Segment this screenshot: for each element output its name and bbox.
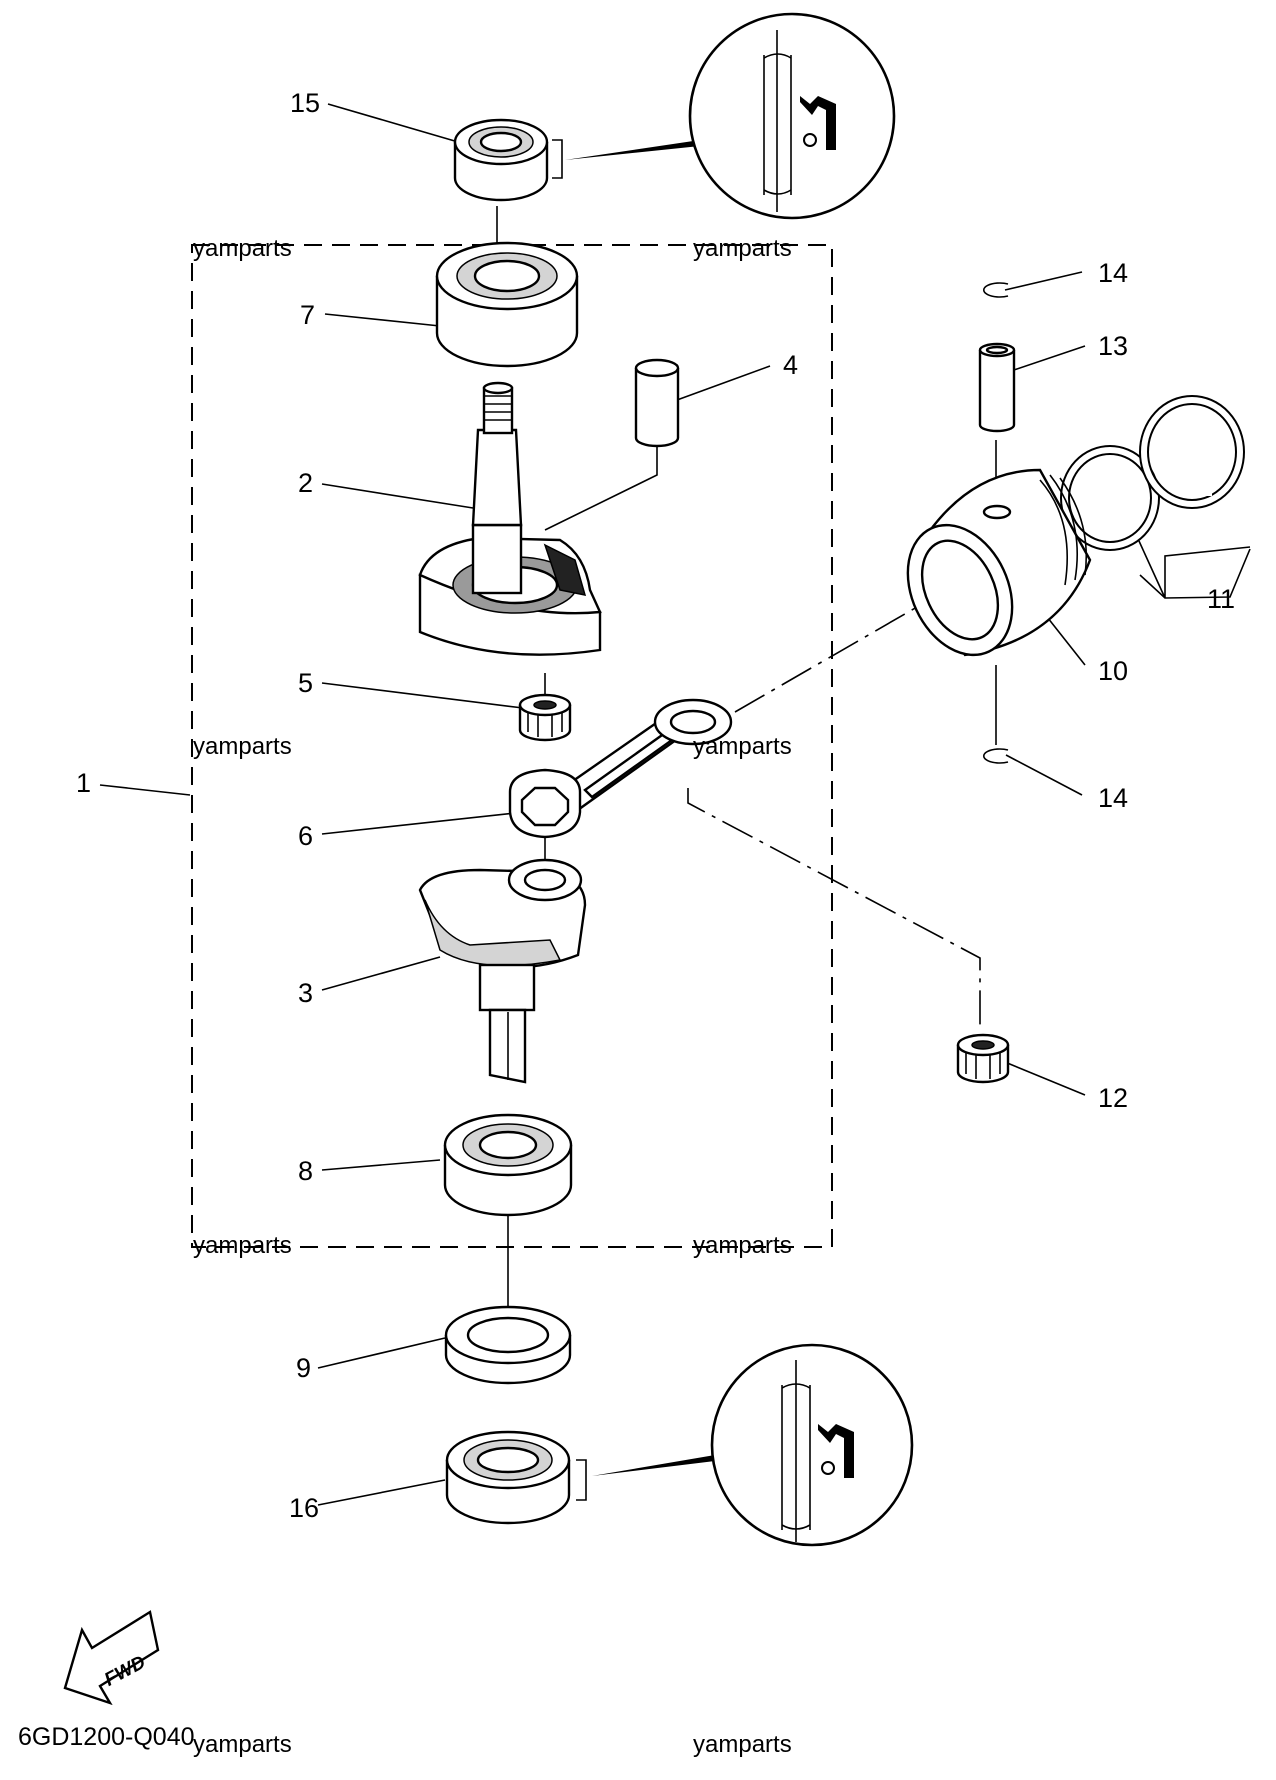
crankshaft-lower-3 [418, 858, 587, 1084]
drawing-code: 6GD1200-Q040 [18, 1723, 195, 1751]
piston-pin-13 [978, 342, 1016, 433]
callout-1: 1 [76, 768, 91, 798]
pin-4 [634, 358, 680, 448]
piston-rings-11 [1060, 395, 1245, 551]
callout-3: 3 [298, 978, 313, 1008]
watermarks: yamparts yamparts yamparts yamparts yamp… [193, 235, 792, 1758]
callout-12: 12 [1098, 1083, 1128, 1113]
piston-10 [906, 468, 1092, 657]
callout-7: 7 [300, 300, 315, 330]
watermark: yamparts [193, 235, 292, 262]
bearing-7 [435, 241, 579, 368]
callout-5: 5 [298, 668, 313, 698]
callout-14-top: 14 [1098, 258, 1128, 288]
watermark: yamparts [193, 1731, 292, 1758]
watermark: yamparts [693, 1731, 792, 1758]
callout-labels: 15 7 2 4 5 1 6 3 8 9 16 14 13 11 10 14 1… [76, 88, 1235, 1523]
bearing-8 [443, 1113, 573, 1217]
fwd-arrow-icon: FWD [63, 1610, 160, 1706]
watermark: yamparts [193, 733, 292, 760]
callout-14-bottom: 14 [1098, 783, 1128, 813]
watermark: yamparts [693, 733, 792, 760]
callout-6: 6 [298, 821, 313, 851]
callout-15: 15 [290, 88, 320, 118]
watermark: yamparts [193, 1232, 292, 1259]
callout-13: 13 [1098, 331, 1128, 361]
needle-bearing-5 [518, 693, 572, 742]
clip-14-bottom [983, 748, 1009, 764]
watermark: yamparts [693, 1232, 792, 1259]
oil-seal-9 [444, 1305, 572, 1385]
callout-8: 8 [298, 1156, 313, 1186]
callout-9: 9 [296, 1353, 311, 1383]
callout-11: 11 [1207, 584, 1235, 614]
callout-16: 16 [289, 1493, 319, 1523]
grease-detail-icon [688, 12, 896, 220]
callout-4: 4 [783, 350, 798, 380]
alignment-lines [496, 206, 997, 1320]
watermark: yamparts [693, 235, 792, 262]
callout-10: 10 [1098, 656, 1128, 686]
grease-detail-icon [710, 1343, 914, 1547]
leader-lines [99, 103, 1251, 1506]
connecting-rod-6 [508, 698, 733, 839]
crankshaft-upper-2 [418, 381, 602, 656]
bearing-16 [445, 1430, 715, 1525]
needle-bearing-12 [956, 1033, 1010, 1084]
callout-2: 2 [298, 468, 313, 498]
clip-14-top [983, 282, 1009, 298]
bearing-15 [453, 118, 700, 202]
